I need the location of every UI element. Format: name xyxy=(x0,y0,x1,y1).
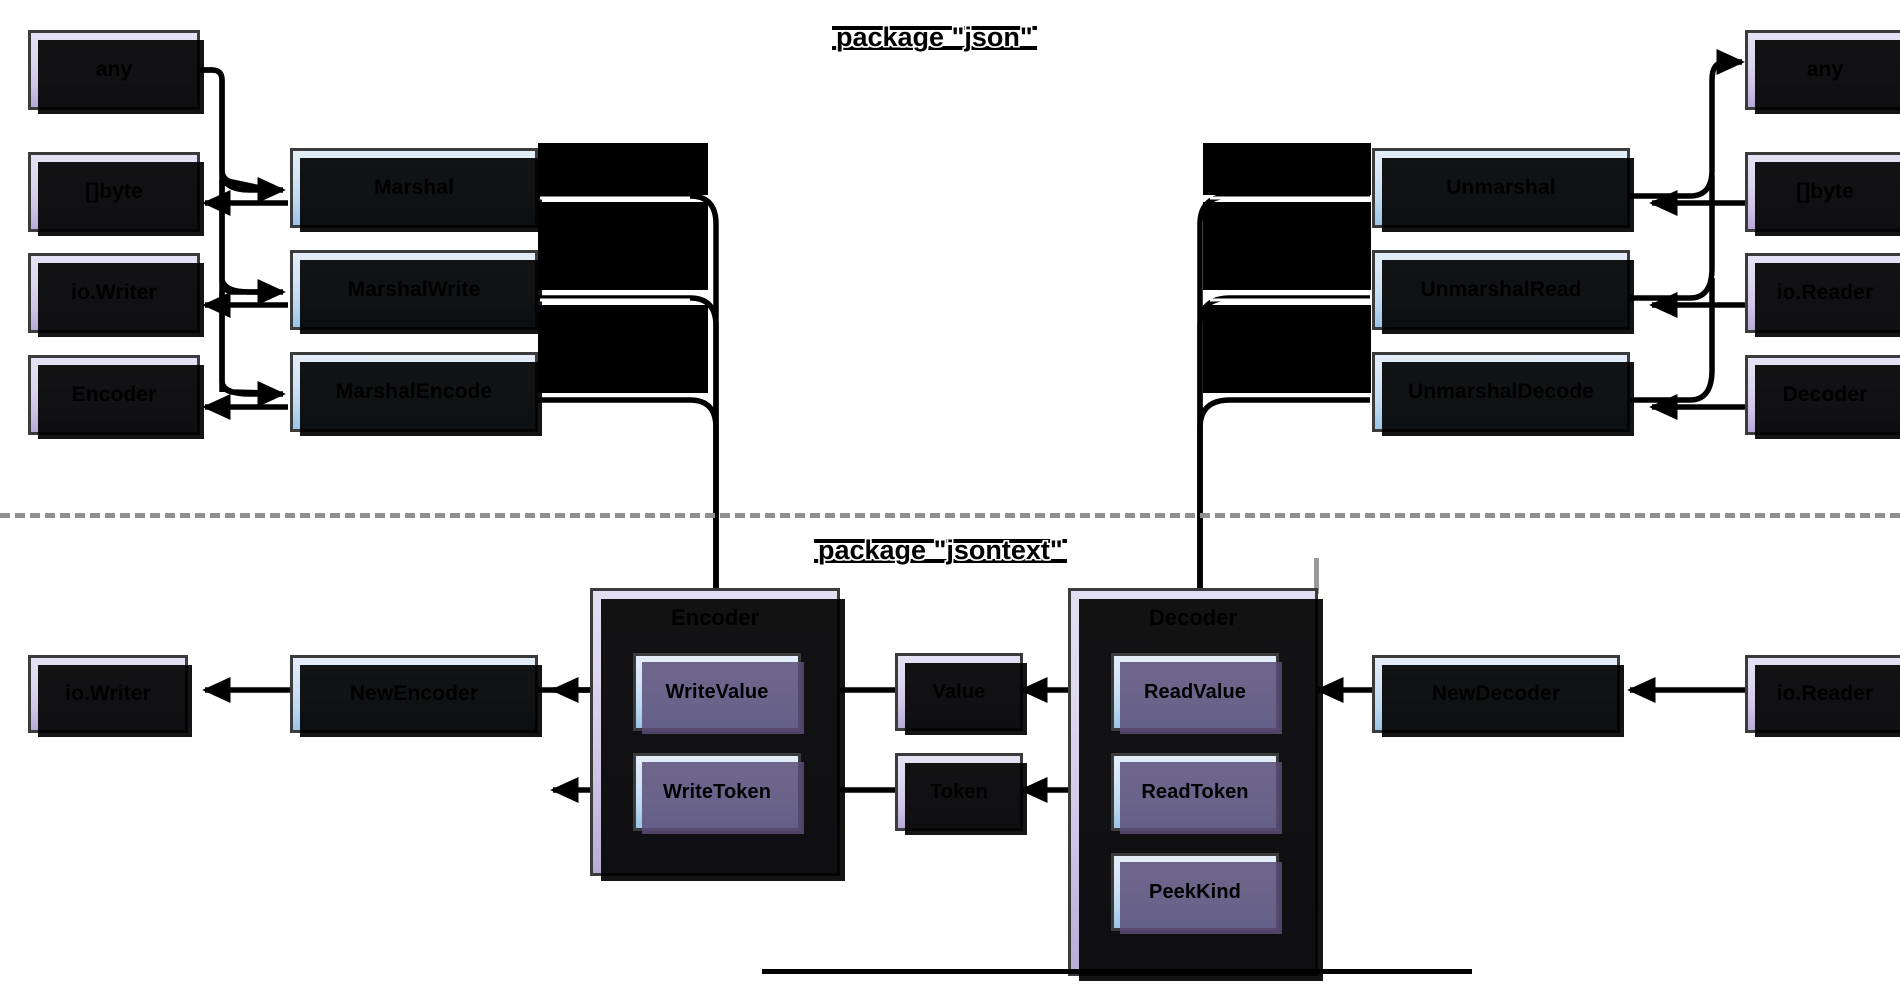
node-label: WriteValue xyxy=(665,680,769,703)
node-bytes-right[interactable]: []byte xyxy=(1745,152,1900,236)
package-jsontext-title: package "jsontext" xyxy=(814,535,1067,566)
node-io-reader-bottom[interactable]: io.Reader xyxy=(1745,655,1900,737)
node-write-value[interactable]: WriteValue xyxy=(633,653,804,734)
node-read-value[interactable]: ReadValue xyxy=(1111,653,1282,734)
grey-tick-mark xyxy=(1314,558,1319,594)
group-encoder-title: Encoder xyxy=(670,605,760,630)
node-unmarshal[interactable]: Unmarshal xyxy=(1372,148,1634,232)
package-json-title: package "json" xyxy=(832,22,1037,53)
node-label: ReadToken xyxy=(1141,780,1249,803)
node-label: UnmarshalDecode xyxy=(1408,379,1594,403)
node-label: WriteToken xyxy=(662,780,772,803)
node-label: io.Writer xyxy=(65,681,151,705)
node-label: io.Reader xyxy=(1776,280,1874,304)
group-encoder[interactable]: Encoder WriteValue WriteToken xyxy=(590,588,845,881)
node-label: Marshal xyxy=(373,175,455,199)
node-value-type[interactable]: Value xyxy=(895,653,1027,735)
node-label: Decoder xyxy=(1782,382,1868,406)
node-marshal-encode[interactable]: MarshalEncode xyxy=(290,352,542,436)
group-decoder[interactable]: Decoder ReadValue ReadToken PeekKind xyxy=(1068,588,1323,981)
node-label: MarshalWrite xyxy=(347,277,481,301)
node-io-writer-bottom[interactable]: io.Writer xyxy=(28,655,192,737)
node-label: NewEncoder xyxy=(349,681,479,705)
node-label: Token xyxy=(930,780,988,803)
node-label: Unmarshal xyxy=(1446,175,1556,199)
package-jsontext-label: package "jsontext" xyxy=(818,535,1063,565)
node-label: UnmarshalRead xyxy=(1420,277,1582,301)
node-label: NewDecoder xyxy=(1431,681,1561,705)
node-label: []byte xyxy=(85,179,143,203)
node-io-writer-left[interactable]: io.Writer xyxy=(28,253,204,337)
node-encoder-type-left[interactable]: Encoder xyxy=(28,355,204,439)
node-unmarshal-read[interactable]: UnmarshalRead xyxy=(1372,250,1634,334)
node-peek-kind[interactable]: PeekKind xyxy=(1111,853,1282,934)
package-json-label: package "json" xyxy=(836,22,1033,52)
node-any-right[interactable]: any xyxy=(1745,30,1900,114)
node-label: io.Writer xyxy=(71,280,157,304)
node-label: []byte xyxy=(1796,179,1854,203)
node-new-decoder[interactable]: NewDecoder xyxy=(1372,655,1624,737)
node-read-token[interactable]: ReadToken xyxy=(1111,753,1282,834)
node-label: Encoder xyxy=(71,382,157,406)
group-decoder-title: Decoder xyxy=(1148,605,1238,630)
node-label: PeekKind xyxy=(1149,880,1241,903)
package-separator xyxy=(0,513,1900,518)
node-token-type[interactable]: Token xyxy=(895,753,1027,835)
node-unmarshal-decode[interactable]: UnmarshalDecode xyxy=(1372,352,1634,436)
node-write-token[interactable]: WriteToken xyxy=(633,753,804,834)
node-new-encoder[interactable]: NewEncoder xyxy=(290,655,542,737)
node-bytes-left[interactable]: []byte xyxy=(28,152,204,236)
node-marshal-write[interactable]: MarshalWrite xyxy=(290,250,542,334)
node-marshal[interactable]: Marshal xyxy=(290,148,542,232)
bottom-rule xyxy=(762,969,1472,974)
node-io-reader-right[interactable]: io.Reader xyxy=(1745,253,1900,337)
node-decoder-type-right[interactable]: Decoder xyxy=(1745,355,1900,439)
node-label: ReadValue xyxy=(1143,680,1247,703)
node-label: any xyxy=(1806,57,1844,81)
node-label: Value xyxy=(932,680,986,703)
node-label: any xyxy=(95,57,133,81)
node-any-left[interactable]: any xyxy=(28,30,204,114)
node-label: MarshalEncode xyxy=(335,379,493,403)
node-label: io.Reader xyxy=(1776,681,1874,705)
